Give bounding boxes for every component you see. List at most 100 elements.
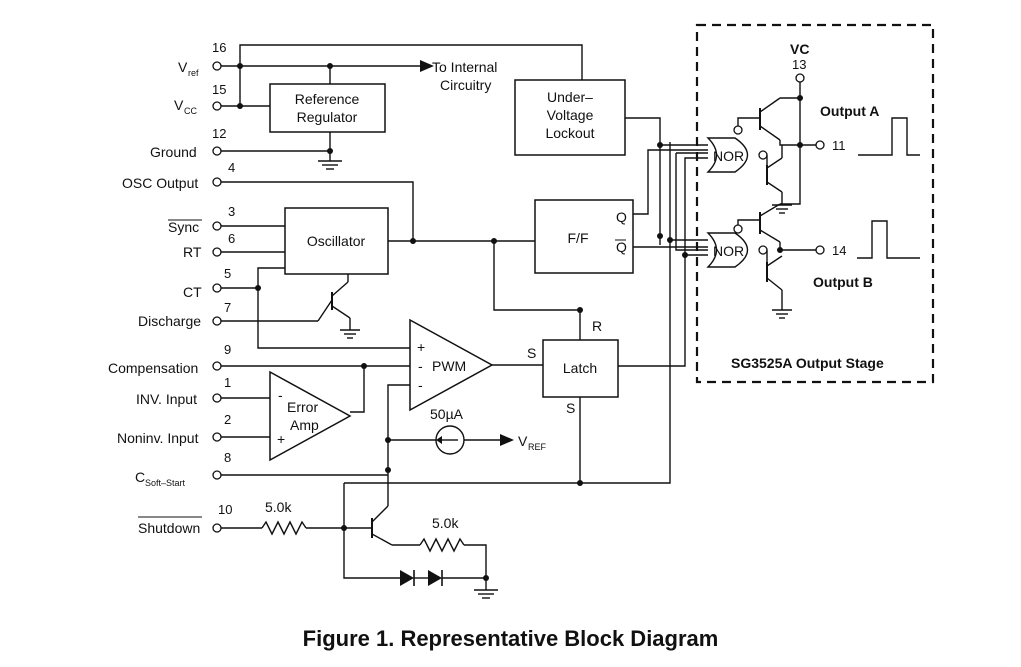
block-label: Reference	[295, 91, 360, 107]
flip-flop-block: F/F Q Q	[534, 199, 634, 274]
pwm-comparator: PWM + - -	[409, 318, 494, 412]
pin-csoftstart: C Soft–Start 8	[135, 450, 231, 488]
current-source-label: 50µA	[430, 406, 464, 422]
pin-number: 5	[224, 266, 231, 281]
pin-number: 2	[224, 412, 231, 427]
pin-number: 6	[228, 231, 235, 246]
pin-label: OSC Output	[122, 175, 198, 191]
current-source-icon	[435, 425, 465, 455]
latch-s-bottom-label: S	[566, 400, 575, 416]
figure-caption: Figure 1. Representative Block Diagram	[302, 626, 719, 651]
pin-number: 15	[212, 82, 226, 97]
resistor-icon	[419, 537, 465, 553]
block-label: NOR	[713, 243, 744, 259]
pin-label: Sync	[168, 219, 199, 235]
output-b-pin: 14	[832, 243, 846, 258]
arrow-icon	[420, 60, 434, 72]
block-label: Voltage	[547, 107, 594, 123]
error-amp: Error Amp - +	[269, 370, 352, 462]
discharge-transistor-icon	[317, 274, 360, 339]
pin-shutdown: Shutdown 10	[138, 502, 232, 536]
block-label: Error	[287, 399, 318, 415]
pin-ct: CT 5	[183, 266, 231, 300]
arrow-icon	[500, 434, 514, 446]
pin-label: V	[174, 97, 184, 113]
pin-label: INV. Input	[136, 391, 197, 407]
block-label: NOR	[713, 148, 744, 164]
resistor-2-label: 5.0k	[432, 515, 459, 531]
nor-gate-a: NOR	[706, 137, 768, 173]
block-label: Latch	[563, 360, 597, 376]
pin-label: V	[178, 59, 188, 75]
minus-sign: -	[418, 358, 423, 374]
vref-label: V	[518, 433, 528, 449]
output-a-label: Output A	[820, 103, 879, 119]
block-label: Regulator	[297, 109, 358, 125]
reference-regulator-block: Reference Regulator	[269, 83, 386, 133]
pin-rt: RT 6	[183, 231, 235, 260]
pin-ground: Ground 12	[150, 126, 226, 160]
plus-sign: +	[277, 431, 285, 447]
output-stage-frame	[695, 23, 935, 384]
block-label: F/F	[568, 230, 589, 246]
pin-number: 7	[224, 300, 231, 315]
pin-number: 12	[212, 126, 226, 141]
pin-label: RT	[183, 244, 202, 260]
ground-icon	[474, 589, 498, 599]
pin-label: Noninv. Input	[117, 430, 199, 446]
pin-vcc: V CC 15	[174, 82, 226, 116]
wires-top	[221, 44, 583, 170]
pin-label-sub: Soft–Start	[145, 478, 186, 488]
latch-s-label: S	[527, 345, 536, 361]
pin-noninv-input: Noninv. Input 2	[117, 412, 231, 446]
diode-icon	[428, 570, 443, 586]
diode-icon	[400, 570, 415, 586]
pin-number: 10	[218, 502, 232, 517]
vc-label: VC	[790, 41, 809, 57]
pin-label: Shutdown	[138, 520, 200, 536]
vc-pin-number: 13	[792, 57, 806, 72]
block-label: Under–	[547, 89, 593, 105]
to-internal-label: Circuitry	[440, 77, 491, 93]
under-voltage-lockout-block: Under– Voltage Lockout	[514, 79, 626, 156]
pin-label: CT	[183, 284, 202, 300]
resistor-1-label: 5.0k	[265, 499, 292, 515]
pin-number: 9	[224, 342, 231, 357]
plus-sign: +	[417, 339, 425, 355]
output-a-waveform-icon	[858, 117, 920, 156]
minus-sign: -	[418, 377, 423, 393]
pin-number: 16	[212, 40, 226, 55]
resistor-icon	[261, 520, 307, 536]
output-a-transistors	[733, 97, 816, 214]
oscillator-block: Oscillator	[284, 207, 389, 275]
output-a-pin: 11	[832, 138, 846, 153]
pin-label-sub: CC	[184, 106, 197, 116]
nor-gate-b: NOR	[706, 232, 768, 268]
block-label: PWM	[432, 358, 466, 374]
vref-sub-label: REF	[528, 442, 547, 452]
ff-qbar-label: Q	[616, 239, 627, 255]
pin-label: C	[135, 469, 145, 485]
pin-number: 8	[224, 450, 231, 465]
pin-compensation: Compensation 9	[108, 342, 231, 376]
pin-label-sub: ref	[188, 68, 199, 78]
output-b-transistors	[733, 203, 816, 319]
output-b-waveform-icon	[857, 220, 920, 259]
pin-discharge: Discharge 7	[138, 300, 231, 329]
block-diagram: SG3525A Output Stage V ref 16 V CC 15 Gr…	[108, 23, 935, 599]
pin-number: 4	[228, 160, 235, 175]
output-stage-title: SG3525A Output Stage	[731, 355, 884, 371]
latch-r-label: R	[592, 318, 602, 334]
pin-osc-output: OSC Output 4	[122, 160, 235, 191]
pin-label: Compensation	[108, 360, 198, 376]
pin-label: Discharge	[138, 313, 201, 329]
pin-sync: Sync 3	[168, 204, 235, 235]
pin-vref: V ref 16	[178, 40, 226, 78]
block-label: Oscillator	[307, 233, 366, 249]
pin-label: Ground	[150, 144, 197, 160]
output-b-label: Output B	[813, 274, 873, 290]
block-label: Lockout	[545, 125, 594, 141]
block-label: Amp	[290, 417, 319, 433]
latch-block: Latch R S S	[527, 318, 619, 416]
pin-number: 3	[228, 204, 235, 219]
